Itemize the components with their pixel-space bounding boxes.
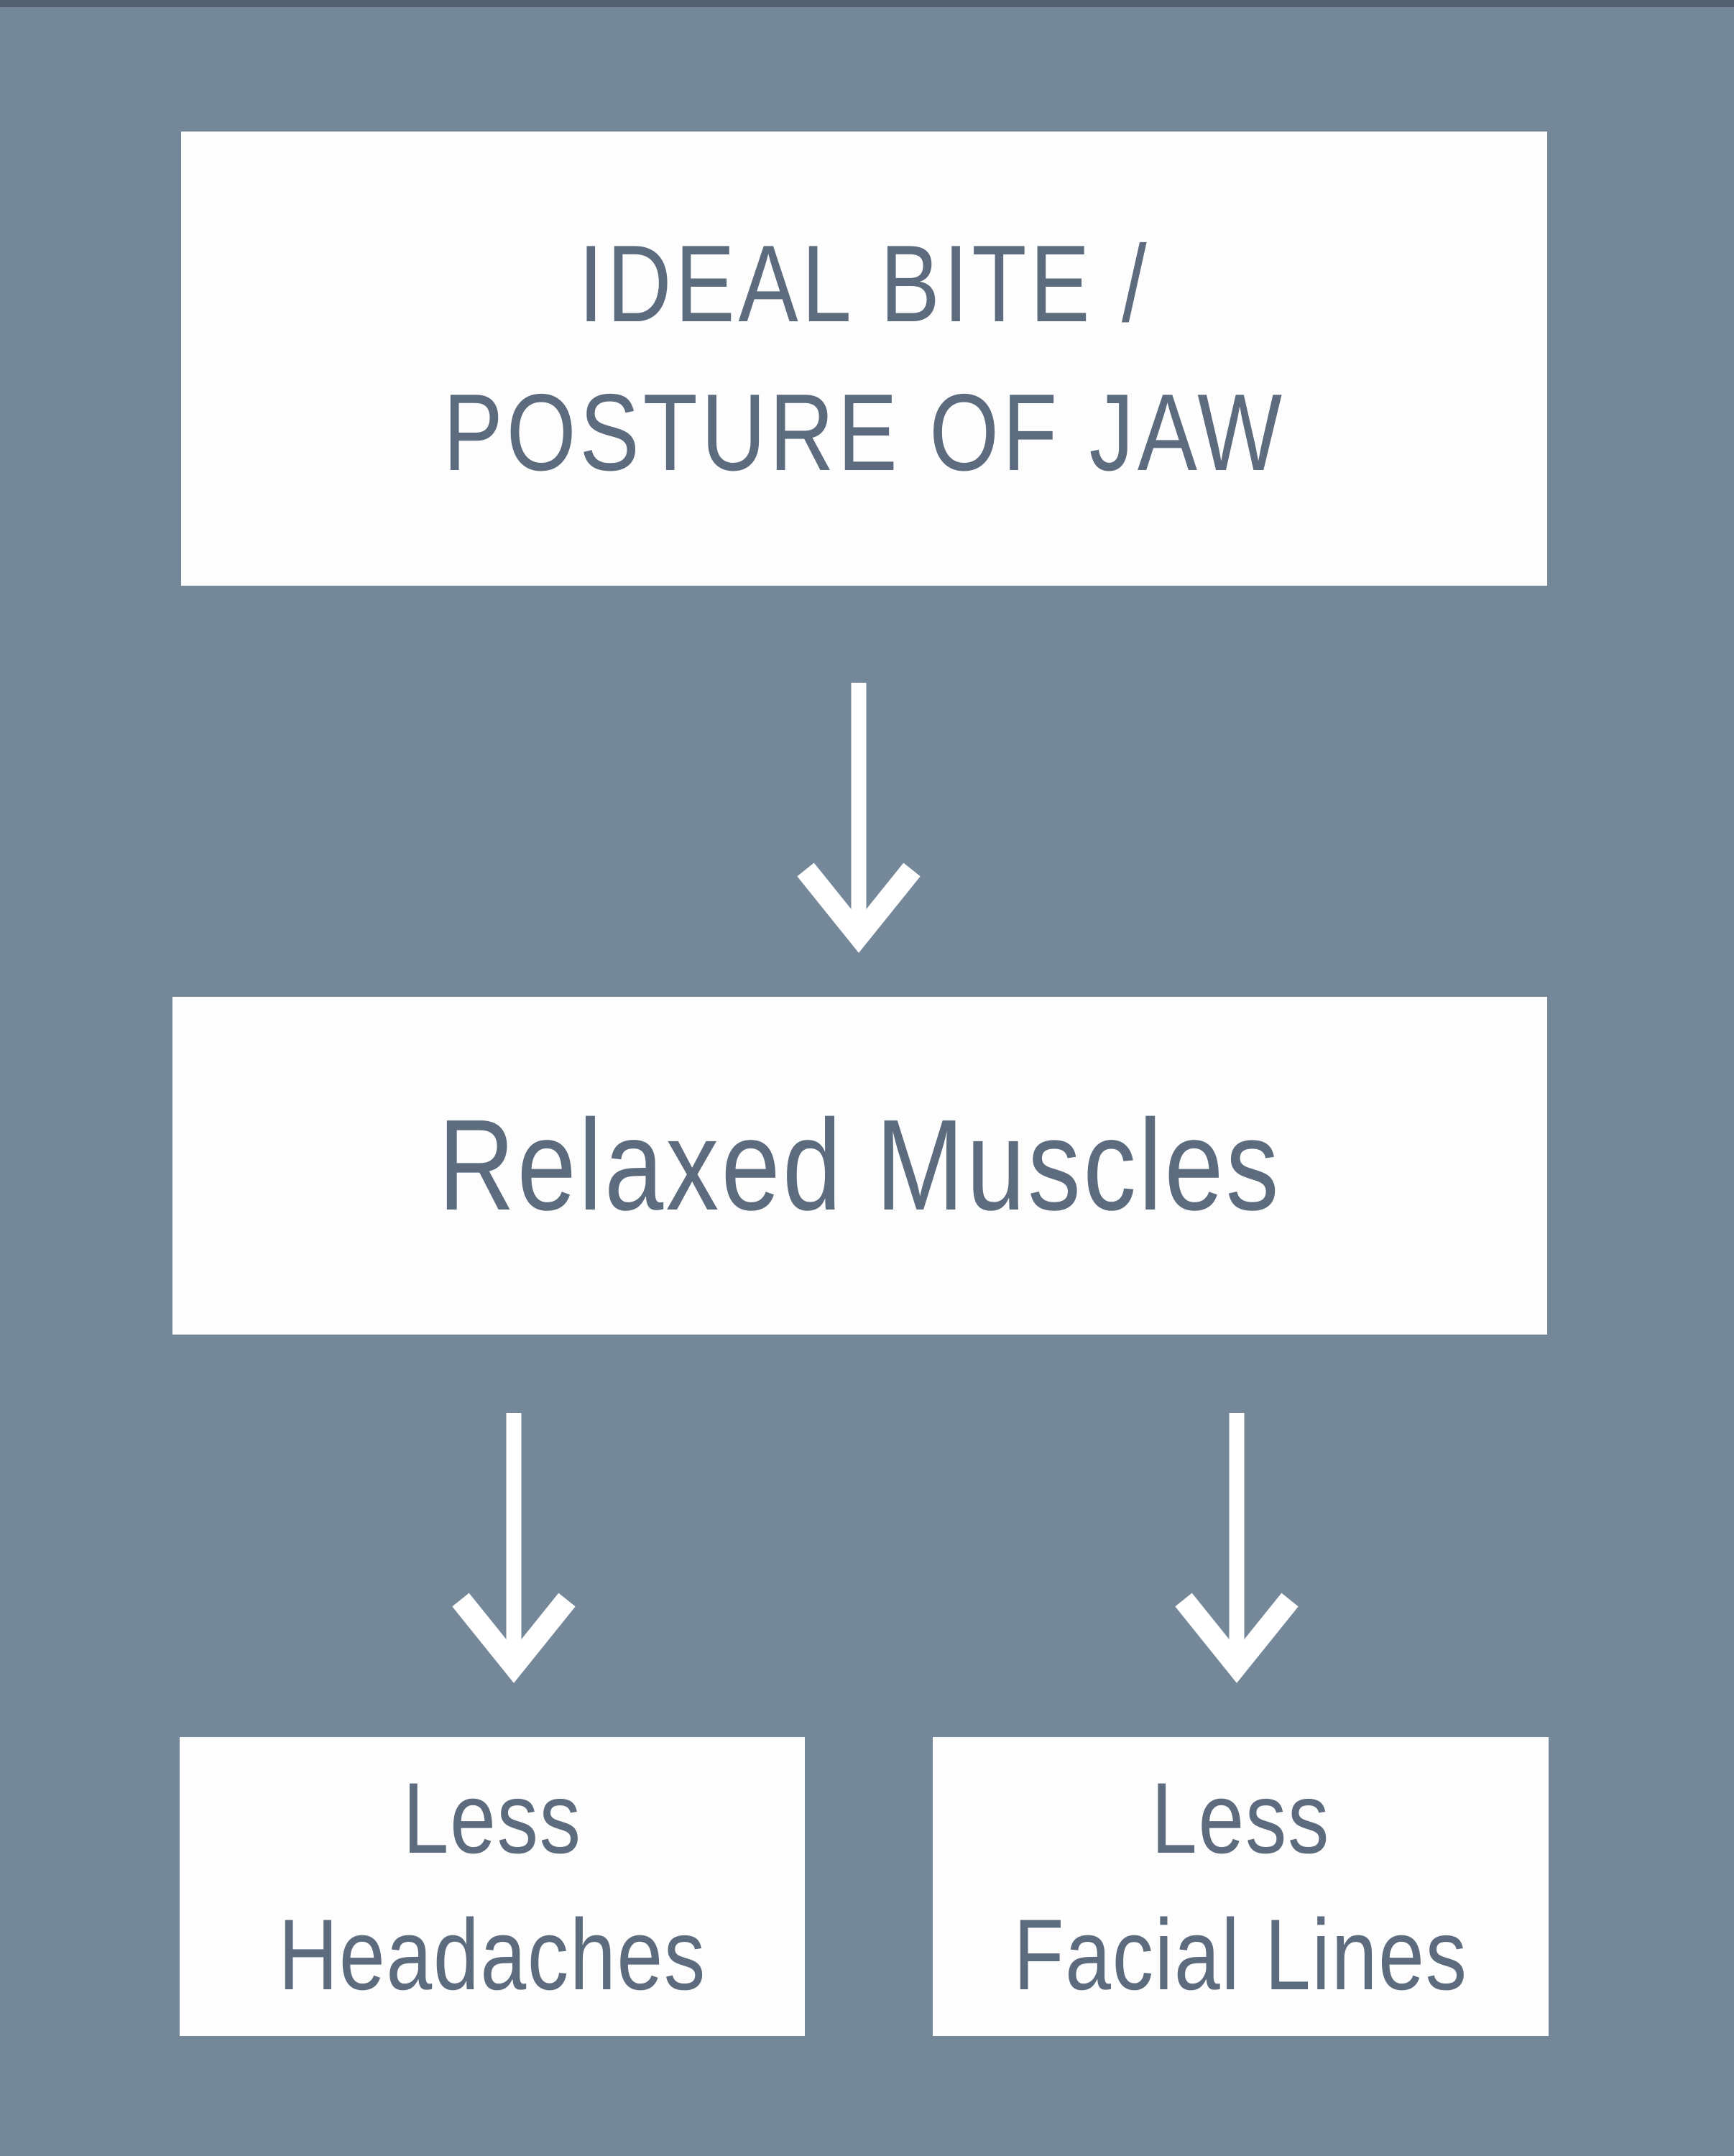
node-less-headaches-line2: Headaches [278, 1898, 706, 2011]
top-edge-strip [0, 0, 1734, 7]
arrow-down-icon [452, 1413, 576, 1683]
node-less-headaches-line1: Less [402, 1761, 582, 1874]
node-less-facial-lines-line2: Facial Lines [1013, 1898, 1468, 2011]
node-relaxed-muscles-label: Relaxed Muscles [438, 1093, 1282, 1238]
node-less-facial-lines-text: Less Facial Lines [1013, 1750, 1467, 2023]
arrow-down-icon [797, 683, 921, 953]
node-less-headaches-text: Less Headaches [278, 1750, 706, 2023]
node-ideal-bite-posture-of-jaw: IDEAL BITE / POSTURE OF JAW [181, 132, 1547, 586]
arrow-down-icon [1175, 1413, 1299, 1683]
node-less-headaches: Less Headaches [180, 1737, 805, 2036]
node-less-facial-lines-line1: Less [1150, 1761, 1331, 1874]
node-ideal-bite-line2: POSTURE OF JAW [443, 372, 1286, 494]
node-ideal-bite-text: IDEAL BITE / POSTURE OF JAW [443, 210, 1285, 507]
node-relaxed-muscles-text: Relaxed Muscles [438, 1094, 1281, 1238]
node-less-facial-lines: Less Facial Lines [933, 1737, 1549, 2036]
node-relaxed-muscles: Relaxed Muscles [172, 997, 1547, 1335]
node-ideal-bite-line1: IDEAL BITE / [578, 223, 1150, 345]
